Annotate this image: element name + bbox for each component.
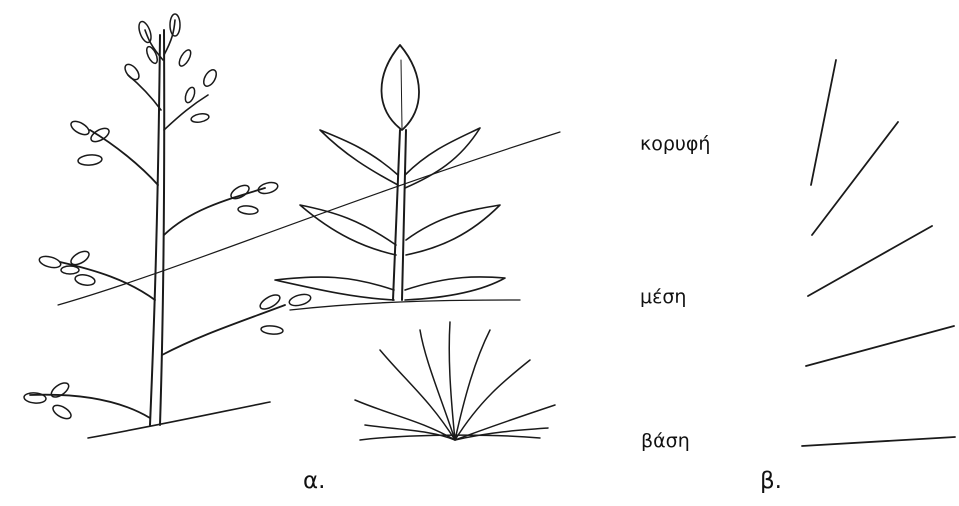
- line-middle: [808, 226, 932, 296]
- leaf-mid-right: [406, 205, 500, 255]
- ground-line: [88, 402, 270, 438]
- leaf-low-left: [275, 277, 394, 300]
- branch-mid-left: [60, 262, 155, 300]
- small-leaves: [24, 14, 312, 421]
- label-middle: μέση: [640, 288, 686, 307]
- leaf-upper-left: [320, 130, 398, 185]
- branch-upper-right: [164, 188, 265, 235]
- line-upper: [812, 122, 898, 235]
- apex-bud: [381, 45, 419, 130]
- panel-a-label: α.: [303, 470, 325, 493]
- line-top-steep: [811, 60, 836, 185]
- line-lower: [806, 326, 954, 366]
- plant-ground: [290, 300, 520, 310]
- branch-low-left: [30, 395, 150, 418]
- label-base: βάση: [641, 432, 690, 451]
- apex-bud-vein: [401, 60, 402, 128]
- plant-stem-inner: [402, 130, 406, 300]
- leaf-low-right: [405, 277, 505, 300]
- label-top: κορυφή: [640, 135, 710, 154]
- main-stem-inner: [160, 30, 164, 425]
- line-base-flat: [802, 437, 955, 446]
- panel-b-label: β.: [760, 470, 782, 493]
- branch-top-left: [128, 75, 161, 110]
- upright-leafy-plant: [275, 45, 520, 310]
- leaf-upper-right: [405, 128, 480, 188]
- height-angle-lines: [802, 60, 955, 446]
- leaf-mid-left: [300, 205, 396, 255]
- plant-stem: [393, 130, 400, 300]
- ground-rosette-plant: [355, 322, 555, 440]
- branch-mid-right: [162, 305, 285, 355]
- tall-branching-plant: [24, 14, 560, 438]
- main-stem: [150, 35, 160, 425]
